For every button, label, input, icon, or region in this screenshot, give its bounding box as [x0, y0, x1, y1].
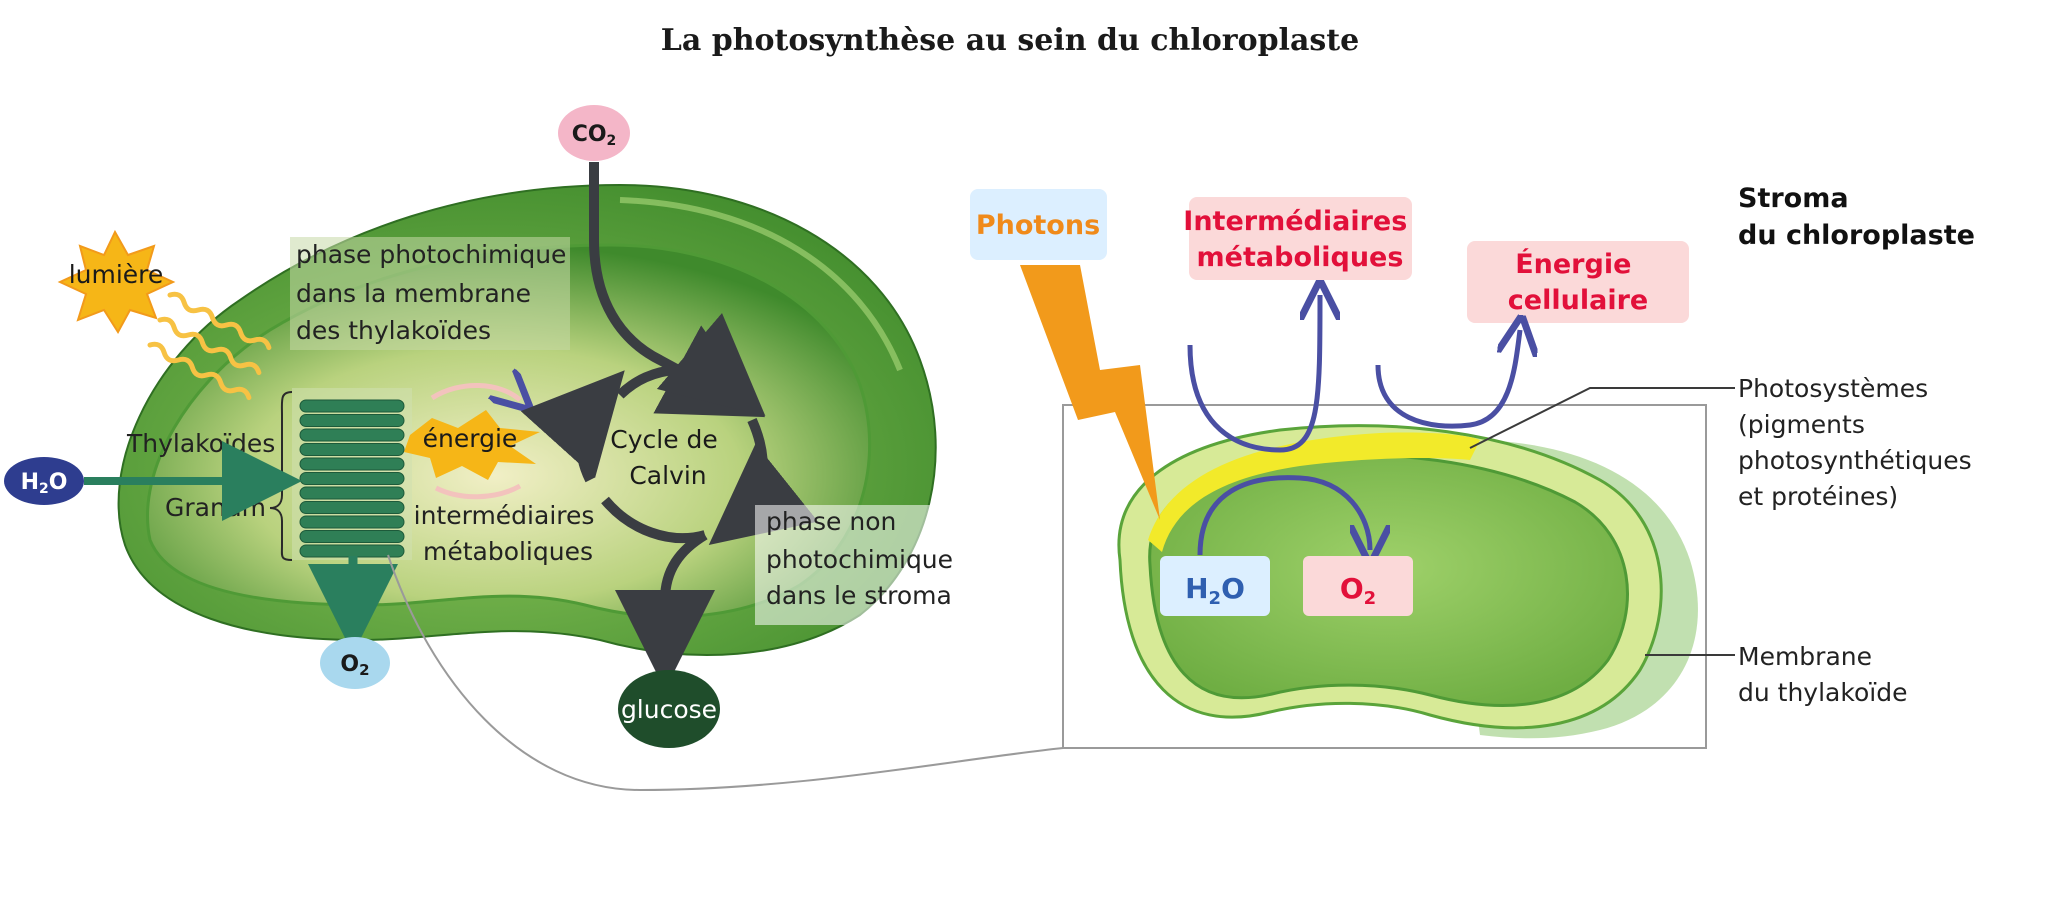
cell-energy-arrow	[1378, 330, 1520, 426]
photosystem-pointer	[1470, 388, 1735, 448]
granum-disc	[300, 400, 404, 412]
granum-disc	[300, 516, 404, 528]
granum-label: Granum	[165, 493, 266, 522]
diagram-title: La photosynthèse au sein du chloroplaste	[661, 23, 1359, 58]
energy-label: énergie	[423, 424, 518, 453]
photons-label: Photons	[976, 210, 1100, 241]
light-label: lumière	[69, 260, 164, 289]
granum-disc	[300, 444, 404, 456]
granum-stack	[292, 388, 412, 560]
granum-disc	[300, 458, 404, 470]
granum-disc	[300, 429, 404, 441]
cell-energy-output: Énergie cellulaire	[1378, 241, 1689, 426]
granum-disc	[300, 487, 404, 499]
membrane-label: Membrane du thylakoïde	[1738, 642, 1907, 707]
granum-disc	[300, 415, 404, 427]
stroma-label: Stroma du chloroplaste	[1738, 183, 1975, 251]
photons-input: Photons	[970, 189, 1160, 520]
glucose-pill-text: glucose	[621, 695, 717, 724]
photosystems-label: Photosystèmes (pigments photosynthétique…	[1738, 374, 1980, 511]
granum-disc	[300, 473, 404, 485]
intermediates-output-right: Intermédiaires métaboliques	[1183, 197, 1416, 450]
thylakoids-label: Thylakoïdes	[126, 429, 275, 458]
granum-disc	[300, 502, 404, 514]
granum-disc	[300, 531, 404, 543]
photon-bolt	[1020, 265, 1160, 520]
light-burst: lumière	[60, 232, 173, 332]
